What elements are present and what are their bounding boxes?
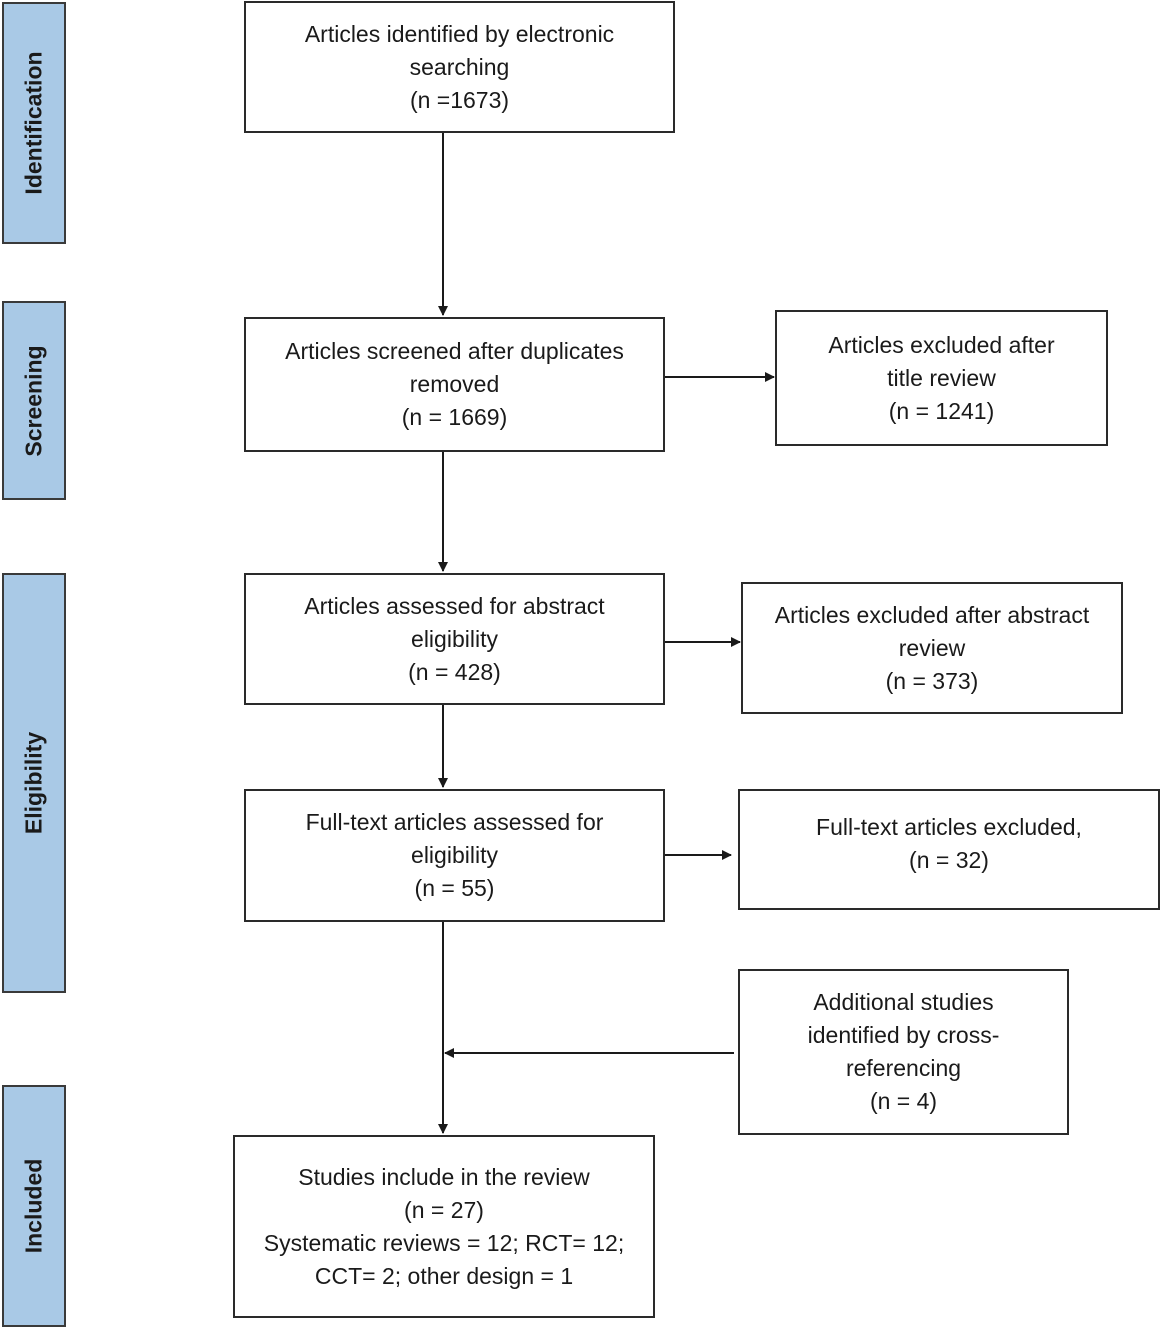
box-excluded-abstract-count: (n = 373) [885, 667, 979, 694]
box-excluded-title-line2: title review [887, 364, 996, 391]
box-additional-studies-count: (n = 4) [869, 1088, 938, 1114]
box-fulltext-excluded-count: (n = 32) [909, 847, 989, 873]
box-additional-studies-line1: Additional studies [813, 989, 994, 1015]
box-additional-studies: Additional studies identified by cross- … [738, 969, 1069, 1135]
box-excluded-abstract-line2: review [898, 634, 966, 661]
box-fulltext-assessed-line1: Full-text articles assessed for [305, 809, 604, 835]
box-studies-included-line4: CCT= 2; other design = 1 [314, 1262, 574, 1289]
box-fulltext-excluded: Full-text articles excluded, (n = 32) [738, 789, 1160, 910]
phase-screening: Screening [2, 301, 66, 500]
box-abstract-assessed-count: (n = 428) [408, 658, 501, 685]
box-articles-identified-count: (n =1673) [409, 86, 510, 113]
box-additional-studies-line2: identified by cross- [807, 1022, 1000, 1048]
box-articles-identified-line2: searching [409, 53, 510, 80]
box-articles-screened-line1: Articles screened after duplicates [285, 338, 624, 364]
box-abstract-assessed-line2: eligibility [411, 625, 498, 652]
box-articles-screened-line2: removed [409, 371, 500, 397]
box-studies-included-line3: Systematic reviews = 12; RCT= 12; [263, 1229, 625, 1256]
phase-eligibility: Eligibility [2, 573, 66, 993]
box-articles-screened-count: (n = 1669) [401, 404, 508, 430]
box-abstract-assessed: Articles assessed for abstract eligibili… [244, 573, 665, 705]
box-articles-screened: Articles screened after duplicates remov… [244, 317, 665, 452]
box-fulltext-assessed-count: (n = 55) [414, 875, 495, 901]
box-studies-included-line1: Studies include in the review [298, 1163, 590, 1190]
box-excluded-title-count: (n = 1241) [888, 397, 995, 424]
box-excluded-title-line1: Articles excluded after [828, 331, 1055, 358]
box-articles-identified: Articles identified by electronic search… [244, 1, 675, 133]
phase-included: Included [2, 1085, 66, 1327]
box-articles-identified-line1: Articles identified by electronic [304, 20, 615, 47]
box-studies-included-count: (n = 27) [404, 1196, 484, 1223]
box-additional-studies-line3: referencing [845, 1055, 962, 1081]
box-studies-included: Studies include in the review (n = 27) S… [233, 1135, 655, 1318]
box-excluded-abstract-line1: Articles excluded after abstract [774, 601, 1090, 628]
box-fulltext-assessed-line2: eligibility [411, 842, 498, 868]
phase-identification: Identification [2, 2, 66, 244]
box-abstract-assessed-line1: Articles assessed for abstract [304, 592, 605, 619]
box-excluded-abstract: Articles excluded after abstract review … [741, 582, 1123, 714]
box-excluded-title: Articles excluded after title review (n … [775, 310, 1108, 446]
box-fulltext-assessed: Full-text articles assessed for eligibil… [244, 789, 665, 922]
box-fulltext-excluded-line1: Full-text articles excluded, [816, 814, 1082, 840]
